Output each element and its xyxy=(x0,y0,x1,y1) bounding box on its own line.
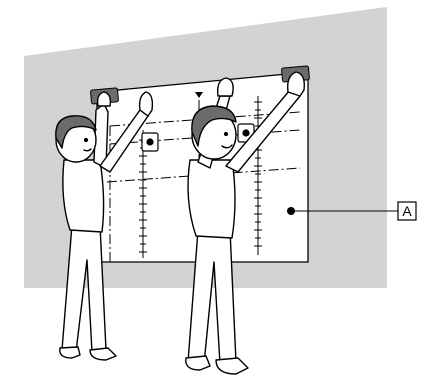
bracket-left xyxy=(141,132,159,152)
callout-box xyxy=(397,201,417,221)
person-right xyxy=(185,71,306,375)
center-marker xyxy=(195,92,203,98)
callout-label: A xyxy=(402,203,412,219)
person-left xyxy=(55,91,154,361)
